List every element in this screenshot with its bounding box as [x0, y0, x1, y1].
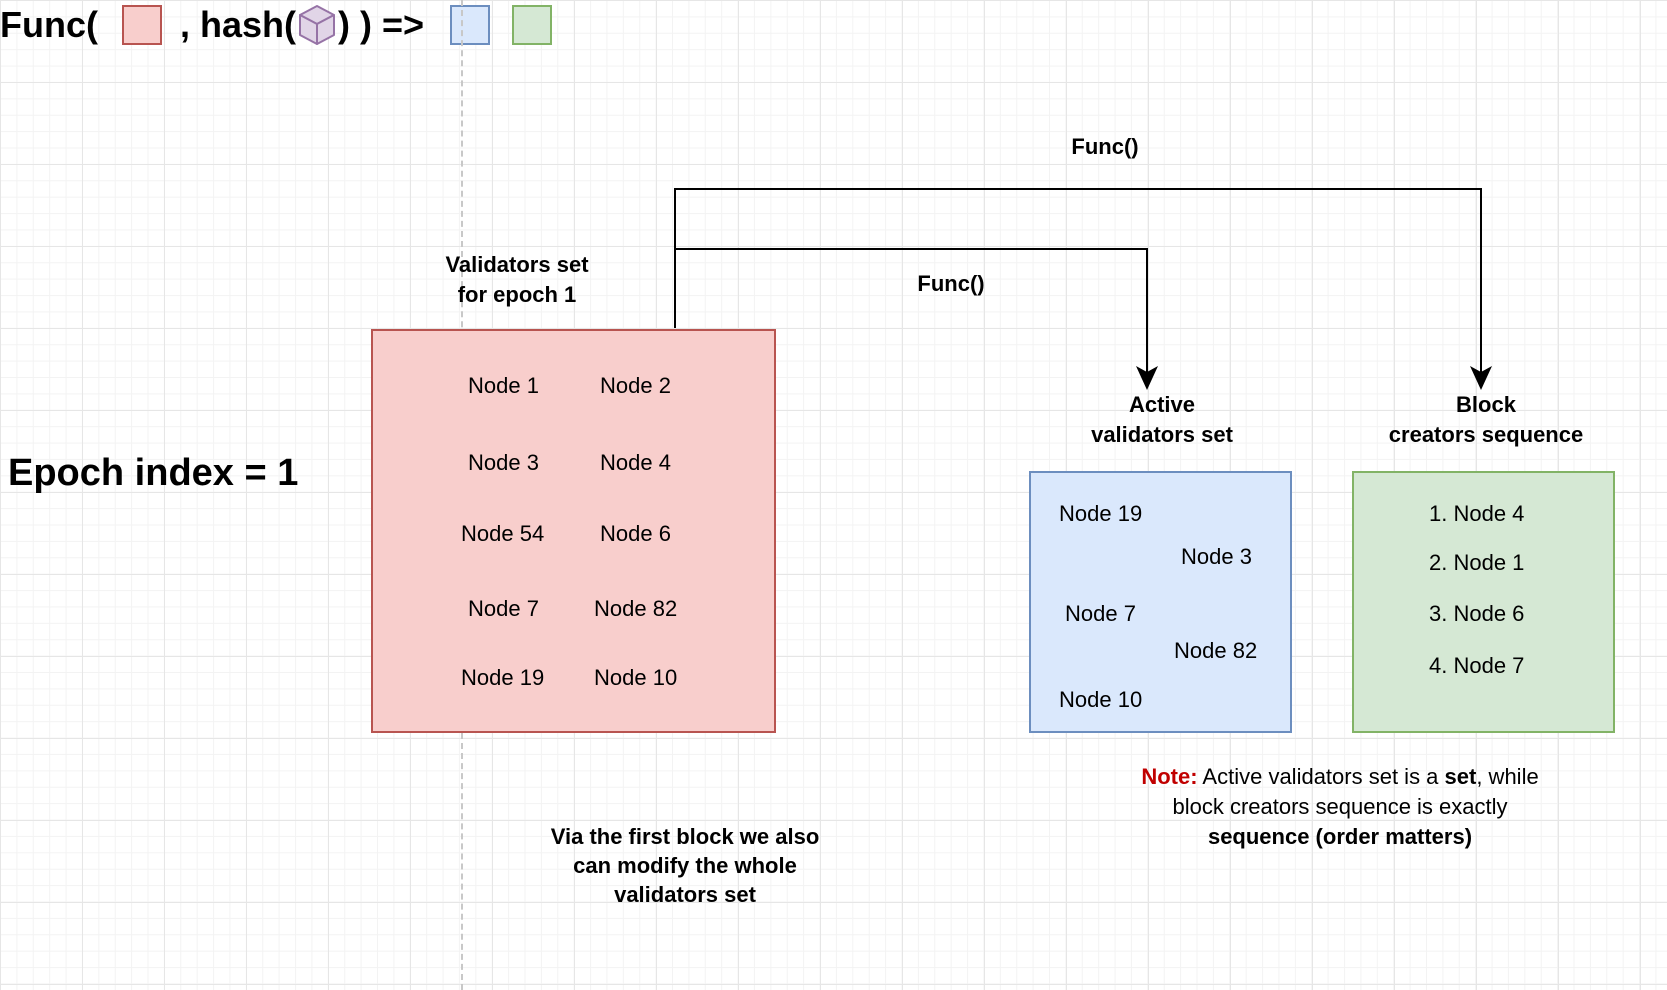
active-set-title-line1: Active [1128, 392, 1196, 417]
validator-node: Node 2 [600, 373, 671, 398]
order-note-line3: sequence (order matters) [1207, 824, 1473, 849]
note-part1: Active validators set is a [1197, 764, 1445, 789]
active-node: Node 7 [1065, 601, 1136, 626]
block-creators-title-line1: Block [1456, 392, 1516, 417]
block-creator-item: 1. Node 4 [1429, 501, 1525, 526]
block-creators-title: Block creators sequence [1356, 390, 1616, 450]
order-note-line1: Note: Active validators set is a set, wh… [1090, 762, 1590, 792]
validators-set-box: Node 1 Node 2 Node 3 Node 4 Node 54 Node… [371, 329, 776, 733]
arrow-to-active-set [675, 248, 1148, 374]
upper-func-label: Func() [1071, 134, 1139, 159]
validators-set-title-line2: for epoch 1 [457, 282, 577, 307]
validator-node: Node 82 [594, 596, 678, 621]
formula-func-open: Func( [0, 4, 98, 45]
active-node: Node 19 [1059, 501, 1143, 526]
validators-set-title: Validators set for epoch 1 [397, 250, 637, 310]
block-creator-item: 2. Node 1 [1429, 550, 1525, 575]
block-creator-item: 3. Node 6 [1429, 601, 1525, 626]
active-node: Node 10 [1059, 687, 1143, 712]
block-creator-item: 4. Node 7 [1429, 653, 1525, 678]
green-swatch [512, 5, 553, 45]
red-swatch [121, 5, 162, 45]
formula-header: Func( , hash( ) ) => [0, 0, 1667, 50]
block-creators-box: 1. Node 4 2. Node 1 3. Node 6 4. Node 7 [1352, 471, 1615, 733]
formula-hash-open: , hash( [179, 4, 296, 45]
active-node: Node 3 [1181, 544, 1252, 569]
arrow-to-block-creators [674, 188, 1482, 374]
first-block-note-line2: can modify the whole [573, 853, 797, 878]
blue-swatch [450, 5, 491, 45]
order-note-line2: block creators sequence is exactly [1172, 794, 1508, 819]
validator-node: Node 7 [468, 596, 539, 621]
lower-func-label: Func() [917, 271, 985, 296]
validator-node: Node 54 [461, 521, 545, 546]
validator-node: Node 19 [461, 665, 545, 690]
validator-node: Node 3 [468, 450, 539, 475]
arrowhead-block-creators [1470, 366, 1492, 390]
epoch-index-label: Epoch index = 1 [8, 452, 299, 494]
first-block-note-line3: validators set [614, 882, 756, 907]
note-bold-word: set [1444, 764, 1477, 789]
formula-hash-close: ) ) => [338, 4, 425, 45]
order-note: Note: Active validators set is a set, wh… [1090, 762, 1590, 852]
arrowhead-active-set [1136, 366, 1158, 390]
validator-node: Node 4 [600, 450, 671, 475]
active-set-box: Node 19 Node 3 Node 7 Node 82 Node 10 [1029, 471, 1292, 733]
block-creators-title-line2: creators sequence [1388, 422, 1584, 447]
validators-set-title-line1: Validators set [445, 252, 589, 277]
first-block-note-line1: Via the first block we also [550, 824, 820, 849]
active-set-title-line2: validators set [1091, 422, 1233, 447]
active-node: Node 82 [1174, 638, 1258, 663]
note-part2: , while [1476, 764, 1539, 789]
first-block-note: Via the first block we also can modify t… [520, 822, 850, 909]
cube-icon [297, 4, 337, 46]
validator-node: Node 1 [468, 373, 539, 398]
validator-node: Node 6 [600, 521, 671, 546]
active-set-title: Active validators set [1042, 390, 1282, 450]
validator-node: Node 10 [594, 665, 678, 690]
note-prefix: Note: [1141, 764, 1198, 789]
